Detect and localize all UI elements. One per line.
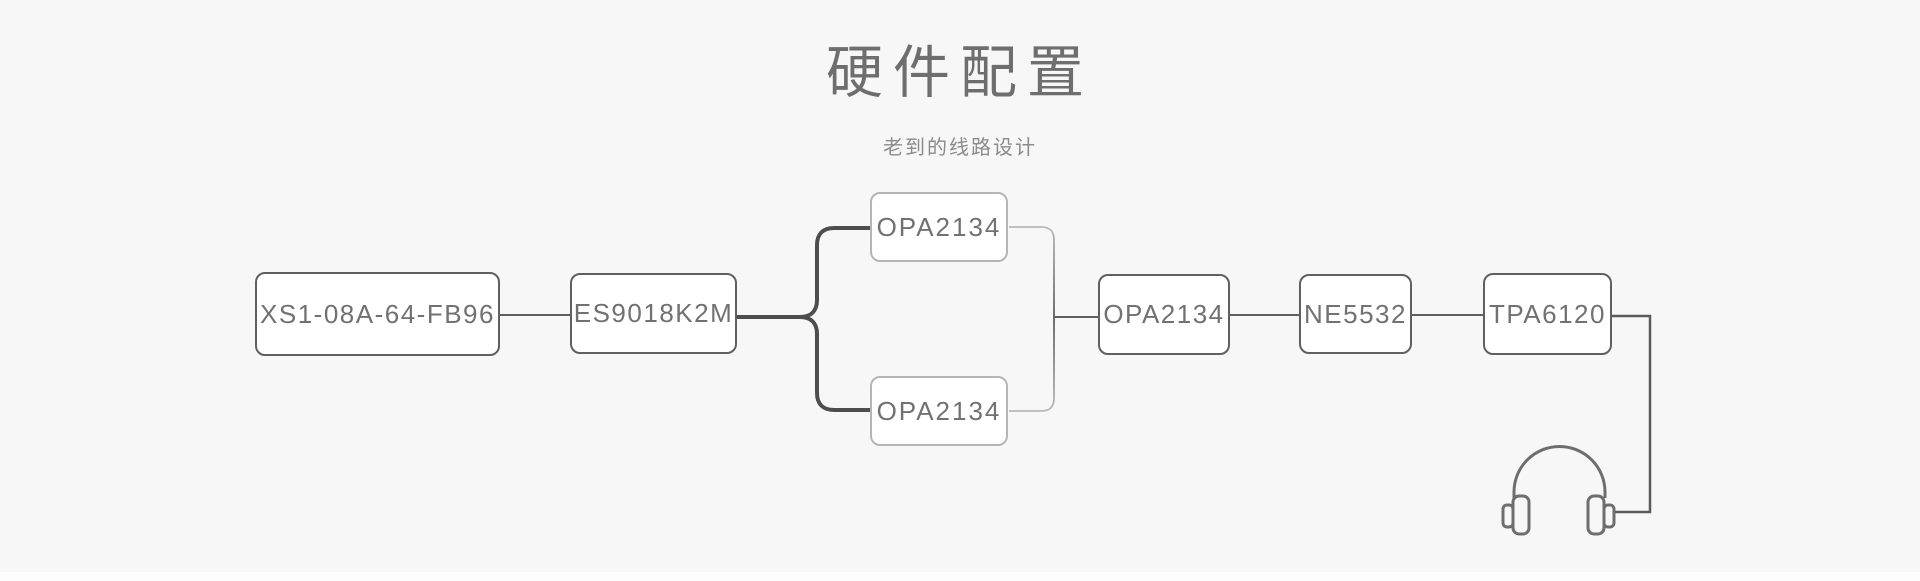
page-title: 硬件配置 [826,41,1094,105]
wire-merge-top [1009,226,1055,317]
headphones-band [1512,445,1607,498]
page-subtitle: 老到的线路设计 [883,137,1037,159]
node-xs1-08a-64-fb96: XS1-08A-64-FB96 [255,272,500,356]
wire-fork-top [737,226,870,319]
node-label: NE5532 [1304,298,1407,329]
node-es9018k2m: ES9018K2M [570,273,737,354]
headphones-icon [1501,445,1616,536]
headphones-right-cup [1586,494,1606,536]
node-label: OPA2134 [1103,299,1225,329]
node-label: XS1-08A-64-FB96 [260,298,495,329]
wire-fork-bottom [737,315,870,412]
node-tpa6120: TPA6120 [1483,273,1612,355]
wire-tpa6120-to-headphones [1612,314,1652,514]
node-opa2134-bottom: OPA2134 [870,376,1008,446]
node-ne5532: NE5532 [1299,274,1412,354]
node-label: ES9018K2M [573,298,734,328]
headphones-left-cup [1511,494,1531,536]
node-label: TPA6120 [1489,298,1606,329]
node-label: OPA2134 [876,211,1002,242]
node-label: OPA2134 [876,395,1002,426]
wire-merge-bottom [1009,317,1055,412]
section-divider [0,572,1920,581]
node-opa2134-top: OPA2134 [870,192,1008,262]
node-opa2134-main: OPA2134 [1098,274,1230,355]
